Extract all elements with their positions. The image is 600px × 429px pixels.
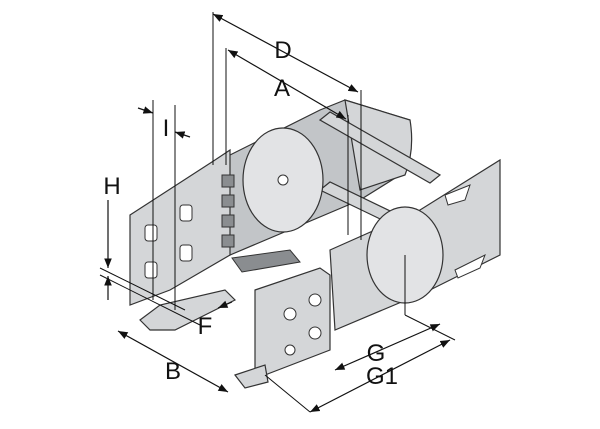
chain-links [221,174,301,273]
slot-hole [144,261,158,279]
label-b: B [165,358,181,385]
label-h: H [103,173,120,200]
dimension-line-f [217,300,233,309]
slot-hole [144,224,158,242]
label-g1: G1 [366,363,398,390]
label-d: D [274,37,291,64]
right-mounting-bracket [234,267,331,389]
slot-hole [179,204,193,222]
slot-hole [179,244,193,262]
left-side-plate [129,148,231,306]
label-a: A [274,75,290,102]
dimension-line-b [117,330,229,393]
dimension-line-a [227,49,347,120]
dimension-line-g1 [309,339,451,413]
label-f: F [198,313,213,340]
label-i: I [163,115,170,142]
label-g: G [367,340,386,367]
dimension-line-i2 [174,131,191,139]
dimension-line-i [137,106,154,114]
